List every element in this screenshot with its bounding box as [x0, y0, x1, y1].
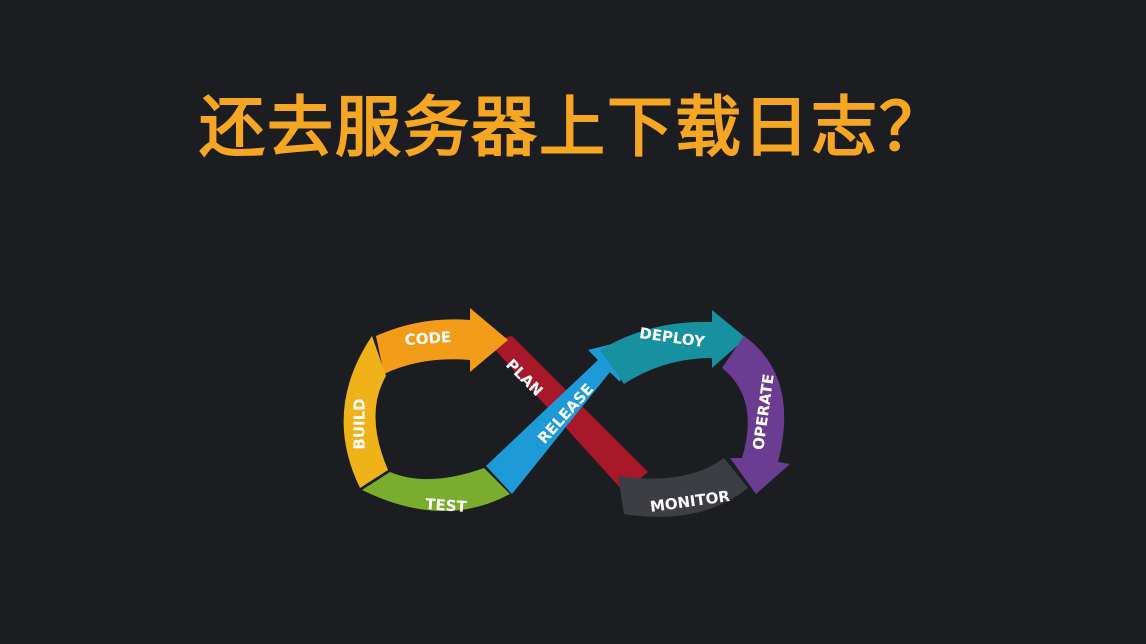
stage-build-segment [343, 336, 388, 488]
stage-test-label: TEST [425, 495, 468, 516]
stage-code-label: CODE [404, 328, 452, 349]
page-title: 还去服务器上下载日志？ [199, 89, 947, 166]
stage-operate-segment [722, 336, 790, 494]
stage-test-segment [362, 468, 510, 512]
stage-build-label: BUILD [351, 398, 369, 449]
stage-release-segment [486, 340, 628, 494]
stage-monitor-segment [618, 458, 748, 517]
stage-deploy-segment [600, 310, 746, 384]
stage-code-segment [376, 308, 508, 374]
